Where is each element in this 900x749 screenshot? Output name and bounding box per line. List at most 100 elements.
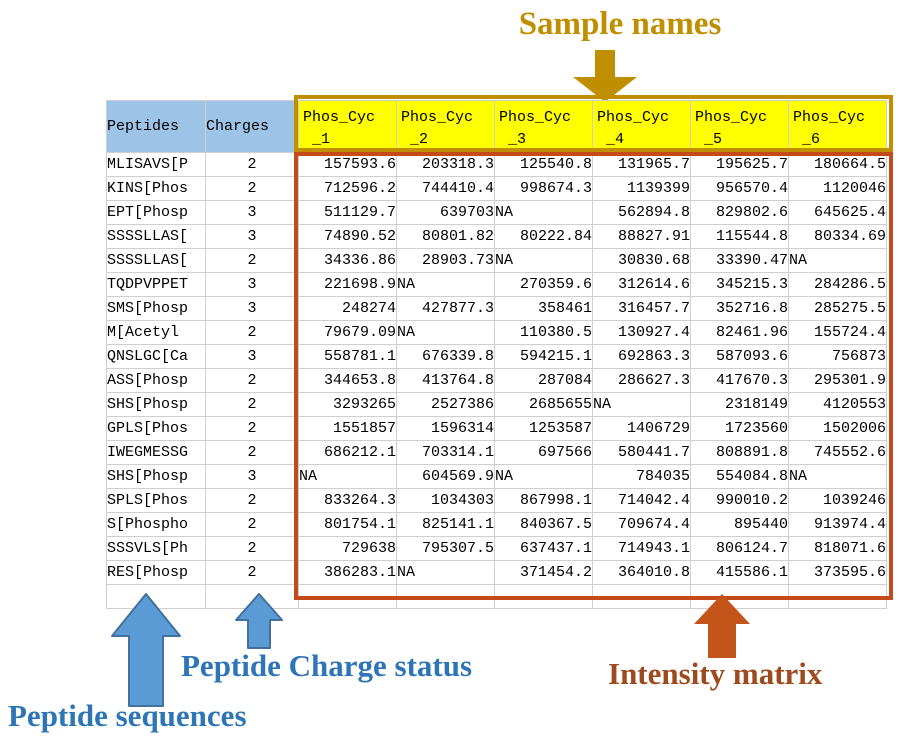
- intensity-cell[interactable]: 587093.6: [690, 344, 789, 369]
- peptide-cell[interactable]: EPT[Phosp: [106, 200, 206, 225]
- intensity-cell[interactable]: 825141.1: [396, 512, 495, 537]
- peptide-cell[interactable]: SSSSLLAS[: [106, 224, 206, 249]
- intensity-cell[interactable]: 729638: [298, 536, 397, 561]
- peptides-column-header[interactable]: Peptides: [106, 100, 206, 153]
- intensity-cell[interactable]: NA: [494, 248, 593, 273]
- intensity-cell[interactable]: 3293265: [298, 392, 397, 417]
- intensity-cell[interactable]: 818071.6: [788, 536, 887, 561]
- intensity-cell[interactable]: 413764.8: [396, 368, 495, 393]
- intensity-cell[interactable]: 130927.4: [592, 320, 691, 345]
- intensity-cell[interactable]: 686212.1: [298, 440, 397, 465]
- intensity-cell[interactable]: 1596314: [396, 416, 495, 441]
- intensity-cell[interactable]: 28903.73: [396, 248, 495, 273]
- charge-cell[interactable]: 3: [205, 272, 299, 297]
- peptide-cell[interactable]: GPLS[Phos: [106, 416, 206, 441]
- sample-header-5[interactable]: Phos_Cyc_5: [690, 100, 789, 153]
- intensity-cell[interactable]: 558781.1: [298, 344, 397, 369]
- intensity-cell[interactable]: NA: [396, 320, 495, 345]
- intensity-cell[interactable]: 562894.8: [592, 200, 691, 225]
- peptide-cell[interactable]: MLISAVS[P: [106, 152, 206, 177]
- peptide-cell[interactable]: SHS[Phosp: [106, 464, 206, 489]
- intensity-cell[interactable]: 714042.4: [592, 488, 691, 513]
- intensity-cell[interactable]: 637437.1: [494, 536, 593, 561]
- intensity-cell[interactable]: 131965.7: [592, 152, 691, 177]
- sample-header-2[interactable]: Phos_Cyc_2: [396, 100, 495, 153]
- charge-cell[interactable]: 2: [205, 536, 299, 561]
- intensity-cell[interactable]: 344653.8: [298, 368, 397, 393]
- charge-cell[interactable]: 2: [205, 512, 299, 537]
- charge-cell[interactable]: 3: [205, 224, 299, 249]
- intensity-cell[interactable]: 364010.8: [592, 560, 691, 585]
- charge-cell[interactable]: 3: [205, 296, 299, 321]
- intensity-cell[interactable]: 801754.1: [298, 512, 397, 537]
- intensity-cell[interactable]: 312614.6: [592, 272, 691, 297]
- charge-cell[interactable]: 2: [205, 320, 299, 345]
- charge-cell[interactable]: 3: [205, 200, 299, 225]
- charge-cell[interactable]: 2: [205, 488, 299, 513]
- intensity-cell[interactable]: 956570.4: [690, 176, 789, 201]
- intensity-cell[interactable]: 840367.5: [494, 512, 593, 537]
- intensity-cell[interactable]: 2527386: [396, 392, 495, 417]
- intensity-cell[interactable]: 195625.7: [690, 152, 789, 177]
- intensity-cell[interactable]: 1723560: [690, 416, 789, 441]
- peptide-cell[interactable]: SSSSLLAS[: [106, 248, 206, 273]
- intensity-cell[interactable]: 371454.2: [494, 560, 593, 585]
- intensity-cell[interactable]: NA: [396, 560, 495, 585]
- intensity-cell[interactable]: 1139399: [592, 176, 691, 201]
- empty-cell[interactable]: [494, 584, 593, 609]
- charge-cell[interactable]: 2: [205, 176, 299, 201]
- intensity-cell[interactable]: 203318.3: [396, 152, 495, 177]
- charge-cell[interactable]: 2: [205, 560, 299, 585]
- intensity-cell[interactable]: 795307.5: [396, 536, 495, 561]
- intensity-cell[interactable]: 80222.84: [494, 224, 593, 249]
- intensity-cell[interactable]: 4120553: [788, 392, 887, 417]
- intensity-cell[interactable]: 34336.86: [298, 248, 397, 273]
- charge-cell[interactable]: 3: [205, 344, 299, 369]
- intensity-cell[interactable]: 295301.9: [788, 368, 887, 393]
- intensity-cell[interactable]: 833264.3: [298, 488, 397, 513]
- intensity-cell[interactable]: 756873: [788, 344, 887, 369]
- intensity-cell[interactable]: 1502006: [788, 416, 887, 441]
- intensity-cell[interactable]: 867998.1: [494, 488, 593, 513]
- peptide-cell[interactable]: TQDPVPPET: [106, 272, 206, 297]
- intensity-cell[interactable]: 248274: [298, 296, 397, 321]
- sample-header-1[interactable]: Phos_Cyc_1: [298, 100, 397, 153]
- intensity-cell[interactable]: 180664.5: [788, 152, 887, 177]
- intensity-cell[interactable]: 386283.1: [298, 560, 397, 585]
- peptide-cell[interactable]: ASS[Phosp: [106, 368, 206, 393]
- intensity-cell[interactable]: 1034303: [396, 488, 495, 513]
- intensity-cell[interactable]: 806124.7: [690, 536, 789, 561]
- intensity-cell[interactable]: 415586.1: [690, 560, 789, 585]
- intensity-cell[interactable]: 284286.5: [788, 272, 887, 297]
- intensity-cell[interactable]: 745552.6: [788, 440, 887, 465]
- intensity-cell[interactable]: 221698.9: [298, 272, 397, 297]
- intensity-cell[interactable]: 417670.3: [690, 368, 789, 393]
- charge-cell[interactable]: 2: [205, 440, 299, 465]
- intensity-cell[interactable]: 1551857: [298, 416, 397, 441]
- peptide-cell[interactable]: S[Phospho: [106, 512, 206, 537]
- intensity-cell[interactable]: 352716.8: [690, 296, 789, 321]
- empty-cell[interactable]: [298, 584, 397, 609]
- intensity-cell[interactable]: 784035: [592, 464, 691, 489]
- sample-header-6[interactable]: Phos_Cyc_6: [788, 100, 887, 153]
- peptide-cell[interactable]: M[Acetyl: [106, 320, 206, 345]
- intensity-cell[interactable]: 594215.1: [494, 344, 593, 369]
- intensity-cell[interactable]: 285275.5: [788, 296, 887, 321]
- intensity-cell[interactable]: 645625.4: [788, 200, 887, 225]
- intensity-cell[interactable]: 157593.6: [298, 152, 397, 177]
- intensity-cell[interactable]: 712596.2: [298, 176, 397, 201]
- intensity-cell[interactable]: NA: [494, 464, 593, 489]
- intensity-cell[interactable]: 115544.8: [690, 224, 789, 249]
- intensity-cell[interactable]: NA: [494, 200, 593, 225]
- intensity-cell[interactable]: 79679.09: [298, 320, 397, 345]
- intensity-cell[interactable]: NA: [298, 464, 397, 489]
- intensity-cell[interactable]: 287084: [494, 368, 593, 393]
- intensity-cell[interactable]: 580441.7: [592, 440, 691, 465]
- charge-cell[interactable]: 2: [205, 368, 299, 393]
- empty-cell[interactable]: [592, 584, 691, 609]
- intensity-cell[interactable]: 345215.3: [690, 272, 789, 297]
- intensity-cell[interactable]: NA: [788, 248, 887, 273]
- intensity-cell[interactable]: 155724.4: [788, 320, 887, 345]
- intensity-cell[interactable]: 125540.8: [494, 152, 593, 177]
- peptide-cell[interactable]: SPLS[Phos: [106, 488, 206, 513]
